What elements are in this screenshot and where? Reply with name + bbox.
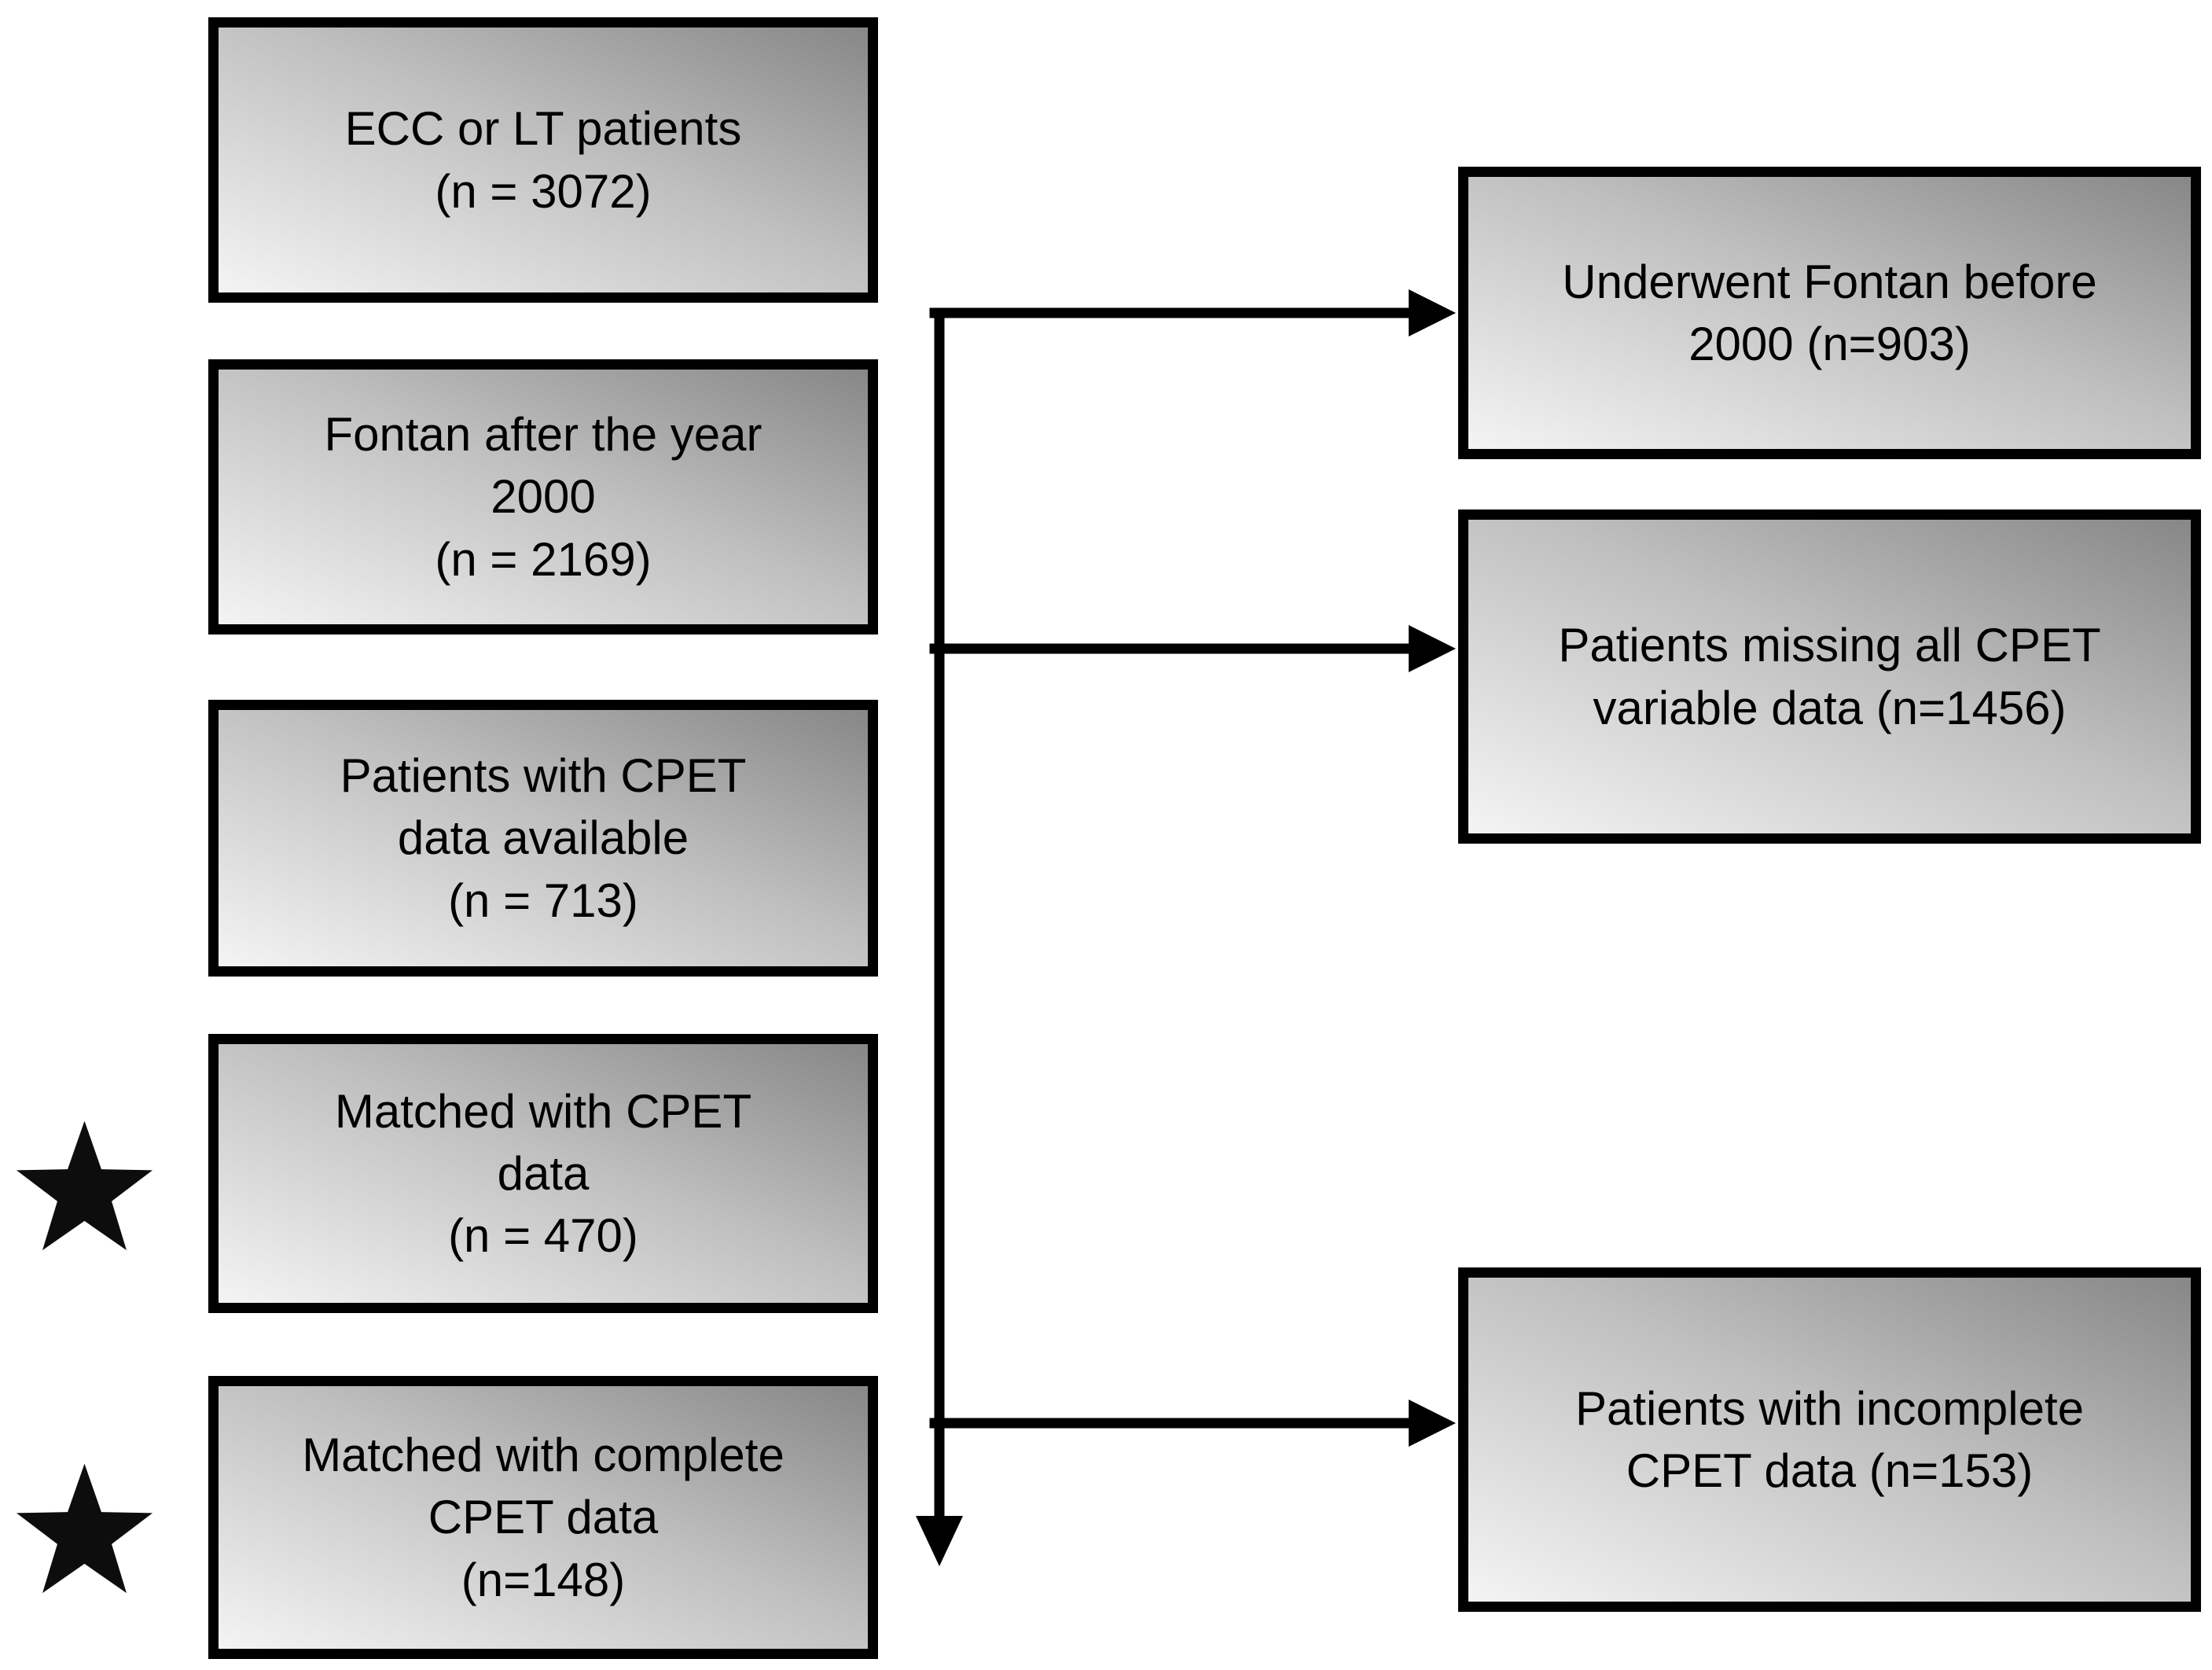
box-text-line: Fontan after the year [324, 408, 762, 462]
star-icon [16, 1120, 153, 1251]
arrowhead-underwent-fontan [1409, 289, 1456, 337]
box-fontan-after-2000: Fontan after the year 2000 (n = 2169) [208, 359, 878, 635]
box-text-line: Matched with complete [302, 1429, 784, 1482]
star-icon [16, 1463, 153, 1594]
box-text-line: Patients with incomplete [1575, 1381, 2084, 1435]
box-text-line: Patients with CPET [340, 749, 747, 803]
box-text-line: ECC or LT patients [344, 102, 742, 156]
box-text-line: Patients missing all CPET [1558, 619, 2101, 672]
box-ecc-or-lt-patients: ECC or LT patients (n = 3072) [208, 17, 878, 303]
box-text-line: (n = 713) [448, 874, 638, 927]
box-text-line: (n = 2169) [435, 532, 652, 586]
box-text-line: CPET data (n=153) [1626, 1444, 2034, 1497]
arrowhead-missing-cpet [1409, 625, 1456, 672]
box-incomplete-cpet-data: Patients with incomplete CPET data (n=15… [1458, 1267, 2201, 1612]
box-matched-with-complete-cpet-data: Matched with complete CPET data (n=148) [208, 1376, 878, 1659]
box-text-line: (n = 3072) [435, 164, 652, 218]
box-text-line: Matched with CPET [334, 1084, 752, 1138]
box-text-line: data [497, 1146, 590, 1200]
box-missing-all-cpet-data: Patients missing all CPET variable data … [1458, 509, 2201, 844]
box-text-line: Underwent Fontan before [1562, 255, 2097, 308]
box-text-line: (n = 470) [448, 1209, 638, 1263]
box-text-line: (n=148) [461, 1553, 626, 1606]
down-arrowhead [916, 1516, 963, 1566]
box-text-line: variable data (n=1456) [1593, 681, 2067, 734]
arrowhead-incomplete-cpet [1409, 1400, 1456, 1447]
box-underwent-fontan-before-2000: Underwent Fontan before 2000 (n=903) [1458, 167, 2201, 459]
box-text-line: 2000 (n=903) [1688, 318, 1971, 370]
box-text-line: 2000 [491, 470, 596, 524]
box-text-line: CPET data [428, 1491, 659, 1544]
box-patients-with-cpet-data: Patients with CPET data available (n = 7… [208, 700, 878, 977]
box-matched-with-cpet-data: Matched with CPET data (n = 470) [208, 1034, 878, 1313]
box-text-line: data available [397, 811, 689, 865]
